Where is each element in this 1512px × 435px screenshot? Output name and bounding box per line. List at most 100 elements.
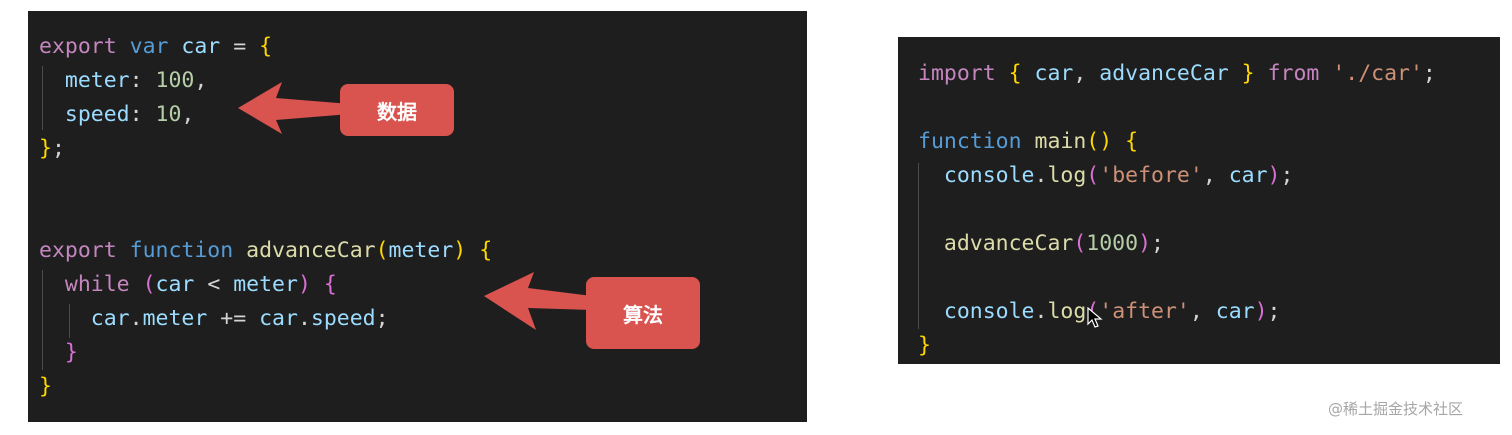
code-token: , [181,102,195,127]
code-token: function [918,129,1022,154]
code-token: './car' [1332,61,1423,86]
code-token: , [1202,163,1229,188]
code-token: , [1189,299,1216,324]
code-token: ( [1073,231,1087,256]
code-token: ) [297,272,311,297]
code-line: } [918,331,931,361]
algorithm-label-badge: 算法 [586,277,700,349]
code-token: console [943,299,1035,324]
code-token: } [39,374,52,399]
code-token: : [129,102,156,127]
code-line: speed: 10, [39,100,194,130]
code-line: }; [39,134,65,164]
code-token: } [1241,61,1255,86]
code-line: meter: 100, [39,66,207,96]
code-token [130,272,143,297]
code-token: ; [1267,299,1281,324]
code-token: 'before' [1099,163,1203,188]
code-line: function main() { [918,127,1138,157]
arrow-left-icon [238,82,350,134]
code-line: import { car, advanceCar } from './car'; [918,59,1436,89]
code-token: export [39,238,117,263]
code-editor-right: import { car, advanceCar } from './car';… [898,37,1500,364]
code-token [1112,129,1125,154]
indent-guide [42,270,43,370]
code-token: import [918,61,996,86]
code-token [1319,61,1332,86]
code-token: var [129,34,169,59]
code-token: ; [1422,61,1436,86]
code-line: console.log('before', car); [918,161,1294,191]
indent-guide [918,163,919,329]
code-token: ( [375,238,389,263]
code-token: ; [1280,163,1294,188]
code-token: ) [1138,231,1152,256]
code-token [39,306,91,331]
code-token: { [259,34,273,59]
code-token: meter [233,272,298,297]
code-token [466,238,479,263]
code-token [1255,61,1268,86]
code-token: ) [1267,163,1281,188]
code-token: . [1034,163,1048,188]
code-token: meter [64,68,130,93]
code-token [996,61,1009,86]
code-token: = [220,34,260,59]
code-token: ; [51,136,65,161]
code-token: , [194,68,208,93]
code-token: from [1267,61,1320,86]
code-token: ) [453,238,467,263]
code-token: log [1047,163,1087,188]
code-token: . [1034,299,1048,324]
data-label-badge: 数据 [340,84,454,136]
code-token: car [181,34,221,59]
code-token: } [64,340,78,365]
indent-guide [69,304,70,338]
code-token: ; [1151,231,1164,256]
code-token [39,272,65,297]
code-token: 1000 [1086,231,1139,256]
code-token [1229,61,1242,86]
code-token: < [194,272,234,297]
code-token: car [90,306,130,331]
code-token: { [323,272,337,297]
code-line: } [39,372,52,402]
code-token: : [129,68,156,93]
code-token [39,68,65,93]
code-token: , [1073,61,1100,86]
code-line: car.meter += car.speed; [39,304,389,334]
code-token [39,340,65,365]
code-token: ( [142,272,156,297]
code-token [117,238,130,263]
code-line: advanceCar(1000); [918,229,1164,259]
code-token: . [129,306,143,331]
code-token [918,163,944,188]
code-token [1022,129,1035,154]
code-token: () [1086,129,1113,154]
code-token: { [479,238,493,263]
code-token [918,299,944,324]
code-token: car [1228,163,1268,188]
code-token [39,102,65,127]
code-line: export function advanceCar(meter) { [39,236,492,266]
code-token: ; [375,306,389,331]
code-line: while (car < meter) { [39,270,337,300]
code-token: while [64,272,130,297]
code-token: advanceCar [1099,61,1229,86]
code-token: ( [1086,163,1100,188]
code-token: 'after' [1099,299,1190,324]
code-token: main [1034,129,1087,154]
code-token: function [129,238,234,263]
code-token: speed [310,306,376,331]
code-token [233,238,246,263]
code-token: console [943,163,1035,188]
code-token: log [1047,299,1087,324]
code-token: car [1034,61,1074,86]
code-token [168,34,181,59]
code-token: car [1215,299,1255,324]
code-token: meter [388,238,454,263]
code-token [918,231,944,256]
code-line: export var car = { [39,32,272,62]
code-token: } [918,333,931,358]
code-token: car [155,272,195,297]
